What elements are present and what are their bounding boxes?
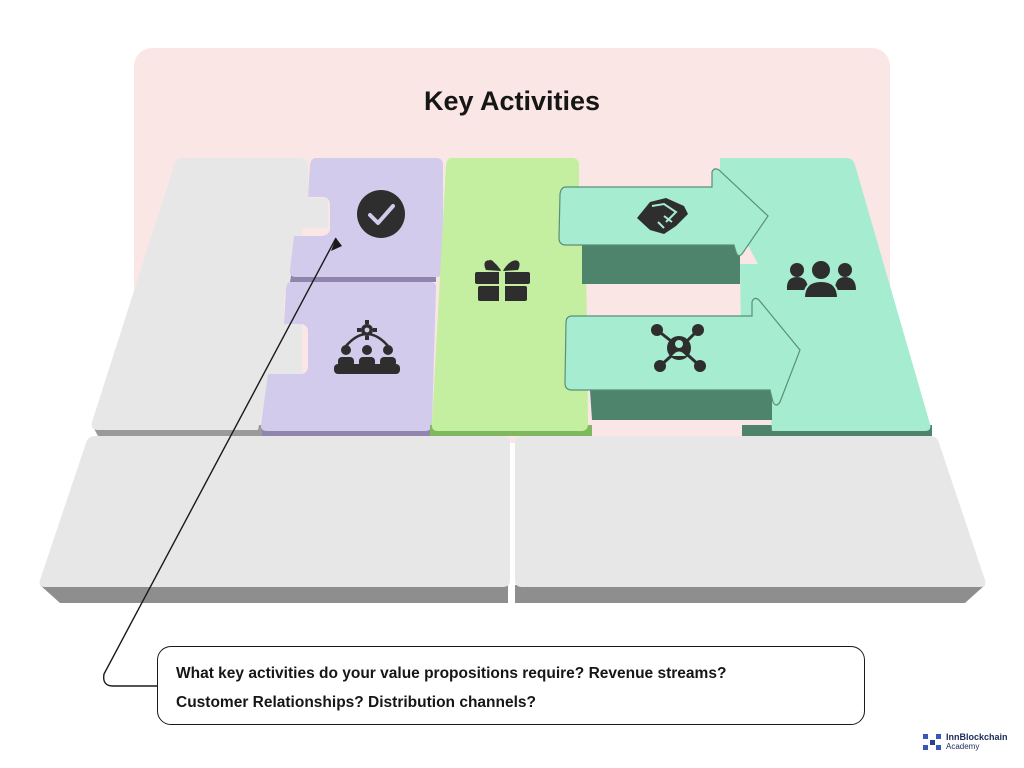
callout-pointer-arrowhead xyxy=(331,238,342,251)
handshake-icon xyxy=(637,198,688,234)
brand-name: InnBlockchain xyxy=(946,732,1008,742)
channels-arrow-depth xyxy=(590,390,772,420)
page-title: Key Activities xyxy=(423,86,601,116)
callout-pointer-line xyxy=(103,237,337,687)
cost-structure-block-side xyxy=(40,585,508,603)
callout-box: What key activities do your value propos… xyxy=(157,646,865,725)
gift-icon xyxy=(475,259,530,301)
check-circle-icon xyxy=(357,190,405,238)
customer-relationships-arrow-depth xyxy=(582,244,740,284)
revenue-streams-block-side xyxy=(515,585,985,603)
callout-line-1: What key activities do your value propos… xyxy=(176,665,727,682)
key-partners-block xyxy=(91,158,328,430)
team-gear-icon xyxy=(334,320,400,374)
network-hub-icon xyxy=(651,324,706,372)
brand-logo: InnBlockchain Academy xyxy=(922,731,1008,753)
revenue-streams-block xyxy=(515,436,986,587)
network-mark-icon xyxy=(923,734,941,750)
people-group-icon xyxy=(786,259,856,299)
callout-line-2: Customer Relationships? Distribution cha… xyxy=(176,694,536,711)
key-resources-block xyxy=(260,282,437,431)
cost-structure-block xyxy=(39,436,511,587)
brand-subtitle: Academy xyxy=(946,742,980,751)
